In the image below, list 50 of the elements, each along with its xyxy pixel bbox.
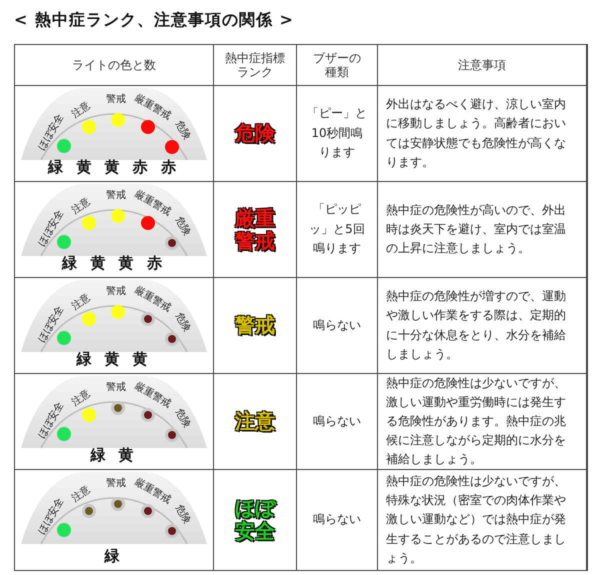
rank-text: ほぼ安全 bbox=[234, 497, 276, 543]
light-colors-text: 緑 黄 bbox=[89, 446, 139, 465]
scale-label: 注意 bbox=[68, 291, 94, 314]
scale-label: 警戒 bbox=[106, 380, 126, 394]
light-colors-text: 緑 黄 黄 赤 赤 bbox=[46, 158, 181, 177]
scale-label: 警戒 bbox=[106, 188, 126, 202]
buzzer-text: 鳴らない bbox=[312, 412, 362, 430]
buzzer-text: 鳴らない bbox=[312, 511, 362, 528]
note-text: 熱中症の危険性は少ないですが、特殊な状況（密室での肉体作業や激しい運動など）では熱中症が発生することがあるので注意しましょう。 bbox=[386, 473, 567, 567]
scale-label: 注意 bbox=[68, 483, 94, 506]
title: < 熱中症ランク、注意事項の関係 > bbox=[14, 10, 294, 31]
scale-label: 警戒 bbox=[106, 92, 126, 106]
scale-label: 危険 bbox=[172, 502, 194, 526]
rank-text: 警戒 bbox=[234, 314, 276, 337]
scale-label: 厳重警戒 bbox=[132, 380, 174, 412]
rank-text: 危険 bbox=[234, 122, 276, 145]
rank-text: 厳重警戒 bbox=[234, 206, 276, 252]
buzzer-text: 鳴らない bbox=[312, 316, 362, 334]
note-text: 熱中症の危険性は少ないですが、激しい運動や重労働時には発生する危険性があります。熱中症の兆候に注意しながら定期的に水分を補給しましょう。 bbox=[386, 374, 567, 468]
scale-label: 厳重警戒 bbox=[132, 284, 174, 316]
scale-label: 厳重警戒 bbox=[132, 92, 174, 124]
note-text: 外出はなるべく避け、涼しい室内に移動しましょう。高齢者においては安静状態でも危険性が高くなります。 bbox=[386, 96, 567, 171]
light-colors-text: 緑 bbox=[103, 547, 124, 566]
note-text: 熱中症の危険性が増すので、運動や激しい作業をする際は、定期的に十分な休息をとり、水分を補給しましょう。 bbox=[386, 288, 567, 363]
buzzer-text: 「ピー」と10秒間鳴ります bbox=[306, 104, 368, 162]
buzzer-text: 「ピッピッ」と5回鳴ります bbox=[308, 200, 366, 258]
scale-label: 注意 bbox=[68, 99, 94, 122]
scale-label: 注意 bbox=[68, 387, 94, 410]
scale-label: 危険 bbox=[172, 118, 194, 142]
header-cell: ブザーの種類 bbox=[297, 45, 377, 85]
scale-label: 危険 bbox=[172, 406, 194, 430]
scale-label: 警戒 bbox=[106, 476, 126, 490]
note-text: 熱中症の危険性が高いので、外出時は炎天下を避け、室内では室温の上昇に注意しましょう。 bbox=[386, 202, 567, 258]
scale-label: 厳重警戒 bbox=[132, 476, 174, 508]
header-cell: ライトの色と数 bbox=[15, 45, 213, 85]
scale-label: 厳重警戒 bbox=[132, 188, 174, 220]
scale-label: ほぼ安全 bbox=[36, 207, 68, 249]
scale-label: ほぼ安全 bbox=[36, 399, 68, 441]
header-cell: 注意事項 bbox=[378, 45, 586, 85]
header-cell: 熱中症指標ランク bbox=[214, 45, 296, 85]
scale-label: 危険 bbox=[172, 310, 194, 334]
scale-label: 警戒 bbox=[106, 284, 126, 298]
light-colors-text: 緑 黄 黄 赤 bbox=[60, 254, 167, 273]
scale-label: ほぼ安全 bbox=[36, 111, 68, 153]
light-colors-text: 緑 黄 黄 bbox=[75, 350, 153, 369]
scale-label: ほぼ安全 bbox=[36, 495, 68, 537]
scale-label: 危険 bbox=[172, 214, 194, 238]
scale-label: 注意 bbox=[68, 195, 94, 218]
rank-text: 注意 bbox=[234, 410, 276, 433]
scale-label: ほぼ安全 bbox=[36, 303, 68, 345]
